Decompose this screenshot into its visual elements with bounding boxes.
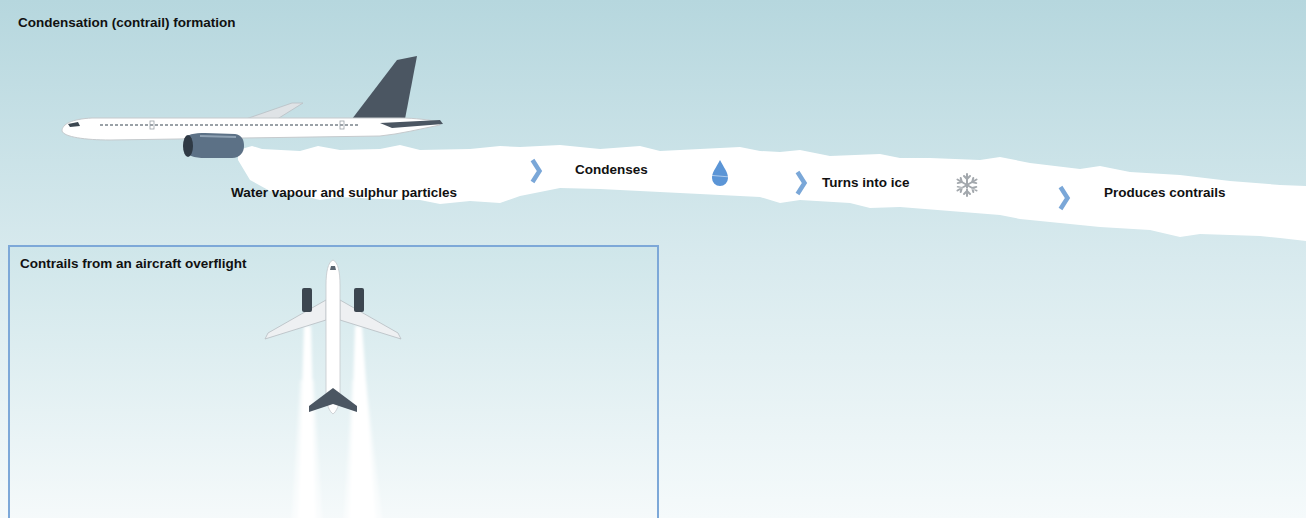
step-label: Water vapour and sulphur particles: [231, 185, 457, 201]
step-label: Condenses: [575, 162, 648, 178]
flow-step: Water vapour and sulphur particles: [231, 185, 457, 201]
step-label: Produces contrails: [1104, 185, 1226, 201]
flow-step: Produces contrails: [1104, 185, 1226, 201]
aircraft-top-view: [265, 260, 401, 414]
flow-chevron: [910, 183, 1104, 198]
panel-heading: Contrails from an aircraft overflight: [20, 256, 647, 272]
panel-title: Condensation (contrail) formation: [18, 15, 236, 31]
flow-step: Condenses: [575, 162, 648, 178]
snowflake-icon: [956, 174, 978, 196]
inset-panel: Contrails from an aircraft overflight: [8, 245, 659, 518]
flow-step: Turns into ice: [822, 175, 910, 191]
overflight-contrails: [292, 326, 382, 518]
aircraft-side-view: [62, 56, 443, 158]
step-label: Turns into ice: [822, 175, 910, 191]
flow-chevron: [457, 170, 575, 193]
water-drop-icon: [712, 160, 728, 186]
flow-chevron: [648, 170, 822, 183]
